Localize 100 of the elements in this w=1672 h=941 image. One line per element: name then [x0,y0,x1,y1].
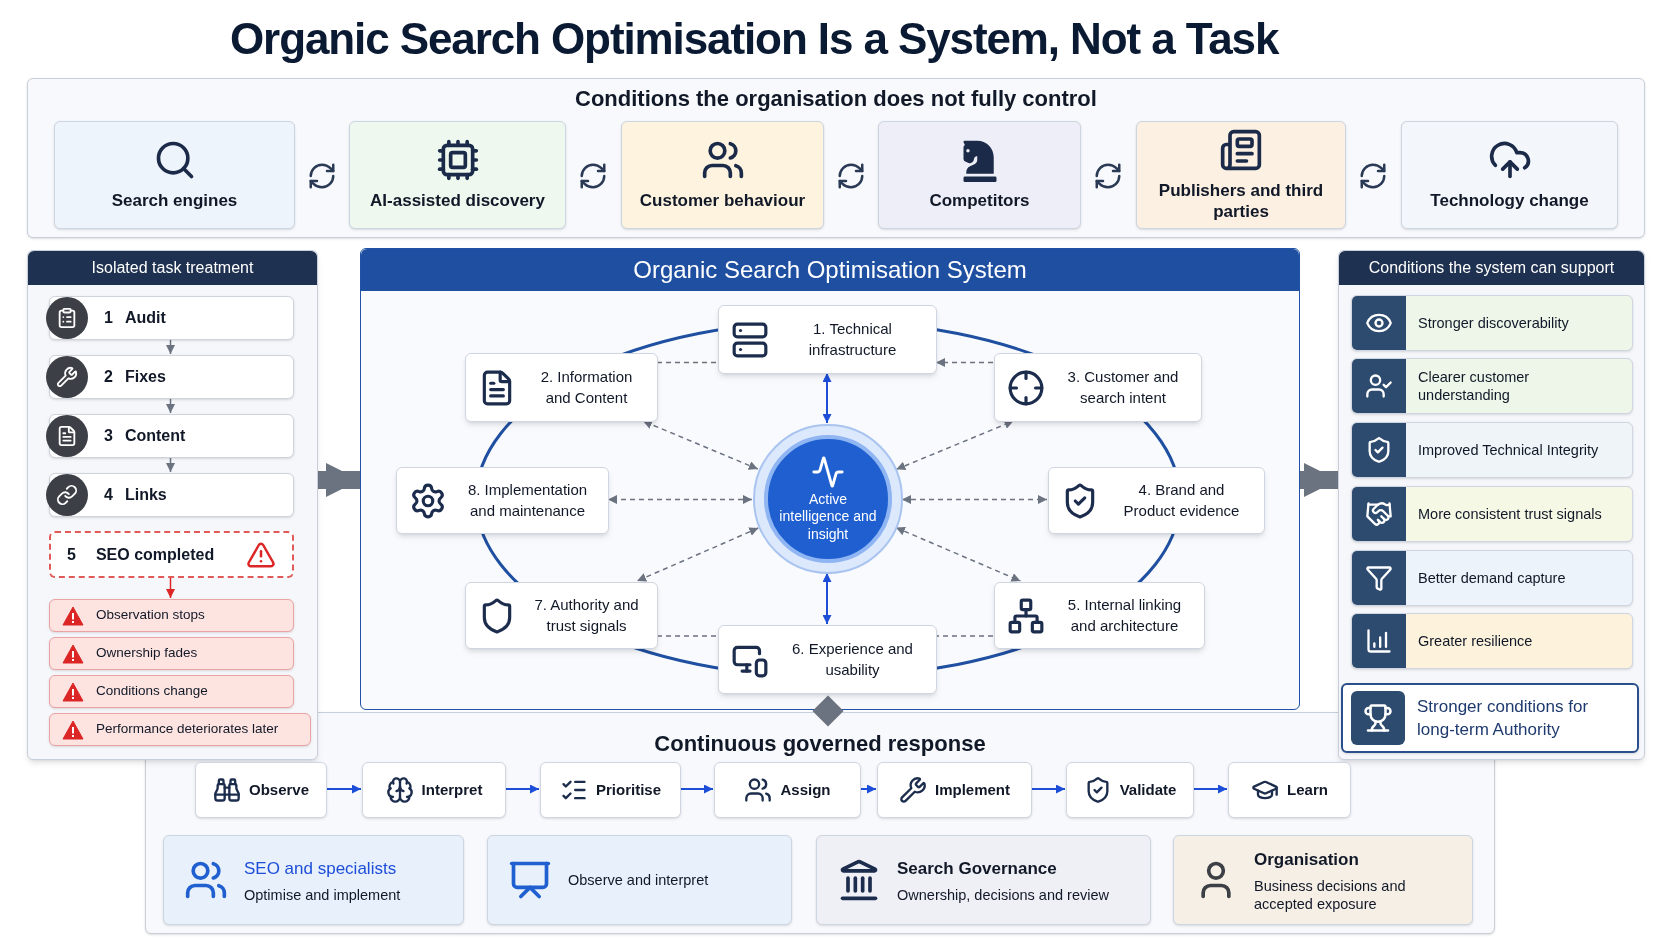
condition-card [1401,121,1618,229]
role-description: Optimise and implement [244,885,401,904]
condition-card [1136,121,1346,229]
system-component-box [396,467,609,534]
condition-card [54,121,295,229]
step-label: Links [124,485,167,505]
arrow [642,420,759,470]
step-label: Prioritise [596,779,661,800]
system-component-box [994,582,1205,649]
role-description: Ownership, decisions and review [897,885,1109,904]
goal-box [1341,683,1639,753]
outcome-label: Stronger discoverability [1417,313,1570,333]
role-card [163,835,464,925]
arrow [901,495,1048,504]
outcome-label: Greater resilience [1417,631,1534,651]
step-box [49,473,294,517]
step-label: Assign [780,779,831,800]
arrow [895,526,1022,582]
card-label: Competitors [929,190,1030,212]
arrow [679,784,714,794]
title: Organic Search Optimisation Is a System, Not a Task [230,13,1279,65]
arrow [636,527,760,582]
outcome-label: Better demand capture [1417,568,1567,588]
condition-card [349,121,566,229]
role-card [816,835,1151,925]
card-label: Technology change [1430,190,1589,212]
system-component-box [718,305,937,374]
card-label: Customer behaviour [639,190,806,212]
step-label: SEO completed [95,544,216,565]
role-title: Search Governance [897,858,1058,881]
outcome-row [1351,550,1633,606]
arrow [895,420,1015,471]
component-label: 7. Authority and trust signals [533,594,640,636]
step-label: Content [124,426,186,446]
step-number: 5 [67,544,76,565]
component-label: 8. Implementation and maintenance [466,479,589,521]
step-number: 4 [104,485,113,505]
outcome-row [1351,486,1633,542]
component-label: 3. Customer and search intent [1066,366,1180,408]
process-step [362,762,506,818]
role-title: SEO and specialists [244,858,398,881]
system-component-box [1048,467,1265,534]
role-card [487,835,792,925]
system-component-box [465,582,658,649]
step-label: Validate [1119,779,1177,800]
panel-heading: Continuous governed response [654,730,986,758]
outcome-row [1351,295,1633,351]
component-label: 1. Technical infrastructure [807,318,898,360]
warning-box [49,713,311,746]
system-component-box [718,625,937,694]
arrow [1192,784,1228,794]
condition-card [621,121,824,229]
step-number: 1 [104,308,113,328]
panel-header: Conditions the system can support [1368,258,1615,278]
outcome-row [1351,613,1633,669]
process-step [1066,762,1194,818]
arrow [166,338,175,355]
arrow [822,572,832,625]
arrow [325,784,362,794]
arrow [166,456,175,473]
connector-line [935,635,994,637]
step-label: Implement [935,779,1010,800]
step-box [49,531,294,578]
component-label: 5. Internal linking and architecture [1066,594,1183,636]
process-step [714,762,861,818]
step-number: 2 [104,367,113,387]
process-step [195,762,327,818]
warning-box [49,675,294,708]
step-box [49,296,294,340]
panel-header: Organic Search Optimisation System [633,255,1027,285]
panel-heading: Conditions the organisation does not fully control [575,85,1097,113]
warning-box [49,637,294,670]
step-label: Interpret [421,779,483,800]
role-description: Business decisions and accepted exposure [1254,876,1407,913]
card-label: Search engines [111,190,238,212]
warning-label: Performance deteriorates later [96,720,279,739]
connector-line [656,635,718,637]
component-label: 2. Information and Content [539,366,634,408]
component-label: 6. Experience and usability [791,638,914,680]
role-description: Observe and interpret [568,870,709,890]
arrow [1030,784,1066,794]
panel [1338,250,1645,760]
block-arrow [318,463,360,497]
condition-card [878,121,1081,229]
role-title: Organisation [1254,849,1360,872]
panel [27,78,1645,238]
process-step [1228,762,1351,818]
process-step [877,762,1032,818]
warning-box [49,599,294,632]
hub-label: Active intelligence and insight [778,490,878,544]
block-arrow [1300,463,1338,497]
arrow [935,358,994,367]
connector-line [656,361,718,364]
warning-label: Conditions change [96,682,208,701]
system-component-box [994,353,1202,422]
warning-label: Observation stops [96,606,205,625]
step-label: Fixes [124,367,166,387]
outcome-row [1351,422,1633,478]
step-label: Observe [248,779,309,800]
arrow [859,784,877,794]
